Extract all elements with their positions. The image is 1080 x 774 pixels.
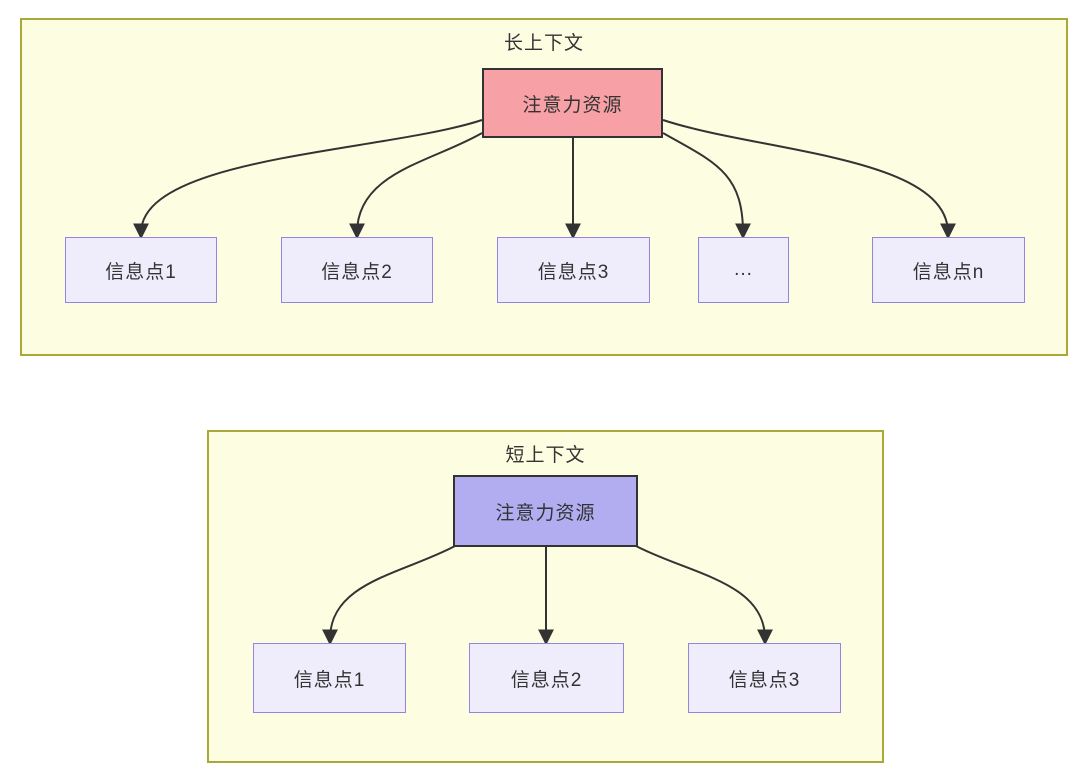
info-point-ellipsis-box: ...: [698, 237, 789, 303]
long-context-title: 长上下文: [503, 33, 584, 54]
info-point-box: 信息点2: [281, 237, 433, 303]
attention-resource-box-long: 注意力资源: [482, 68, 663, 138]
attention-resource-box-short: 注意力资源: [453, 475, 638, 547]
info-point-box: 信息点2: [469, 643, 624, 713]
short-context-title: 短上下文: [505, 445, 586, 466]
info-point-box: 信息点1: [65, 237, 217, 303]
info-point-box: 信息点n: [872, 237, 1025, 303]
info-point-box: 信息点1: [253, 643, 406, 713]
info-point-box: 信息点3: [497, 237, 650, 303]
info-point-box: 信息点3: [688, 643, 841, 713]
